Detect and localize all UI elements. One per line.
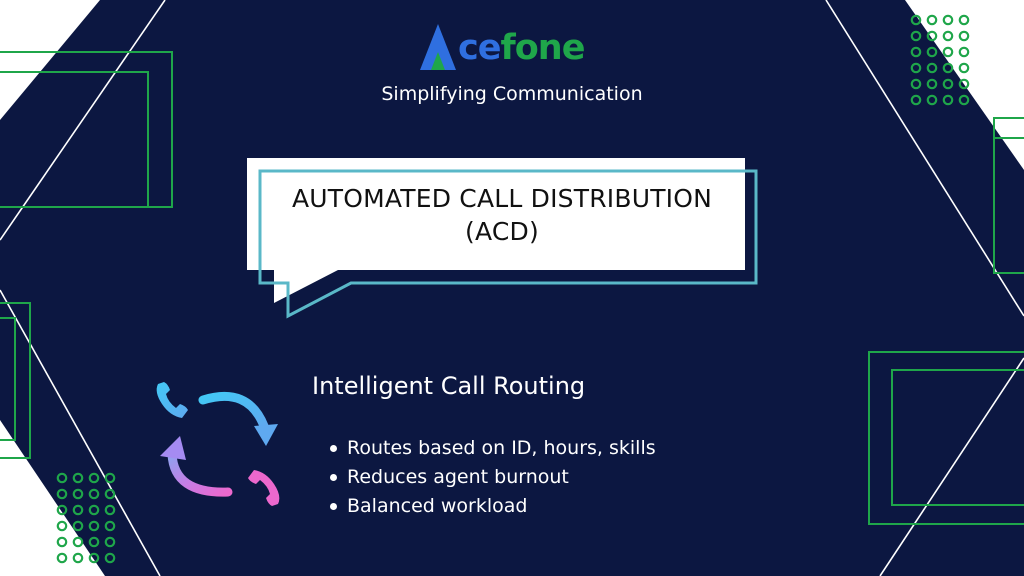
bullet-text: Routes based on ID, hours, skills (347, 437, 656, 459)
bullet-text: Reduces agent burnout (347, 466, 569, 488)
dot-grid-top-right (910, 14, 970, 106)
headline: AUTOMATED CALL DISTRIBUTION (ACD) (262, 182, 742, 248)
headline-line-2: (ACD) (465, 217, 539, 246)
list-item: Routes based on ID, hours, skills (328, 434, 656, 463)
feature-bullet-list: Routes based on ID, hours, skills Reduce… (328, 434, 656, 521)
bullet-text: Balanced workload (347, 495, 528, 517)
logo-ce-text: ce (458, 28, 501, 68)
green-frames (0, 51, 1024, 525)
feature-title: Intelligent Call Routing (312, 372, 586, 400)
list-item: Balanced workload (328, 492, 656, 521)
speech-bubble-icon (247, 158, 758, 319)
logo-wordmark: cefone (458, 26, 586, 70)
logo-fone-text: fone (500, 28, 586, 68)
list-item: Reduces agent burnout (328, 463, 656, 492)
bullet-dot-icon (330, 503, 337, 510)
acefone-logo: cefone (418, 22, 598, 74)
acefone-triangle-logo-icon (420, 24, 456, 70)
tagline: Simplifying Communication (381, 83, 643, 105)
bullet-dot-icon (330, 474, 337, 481)
bullet-dot-icon (330, 445, 337, 452)
headline-line-1: AUTOMATED CALL DISTRIBUTION (291, 184, 713, 213)
call-routing-cycle-icon (156, 382, 280, 506)
dot-grid-bottom-left (56, 472, 116, 564)
